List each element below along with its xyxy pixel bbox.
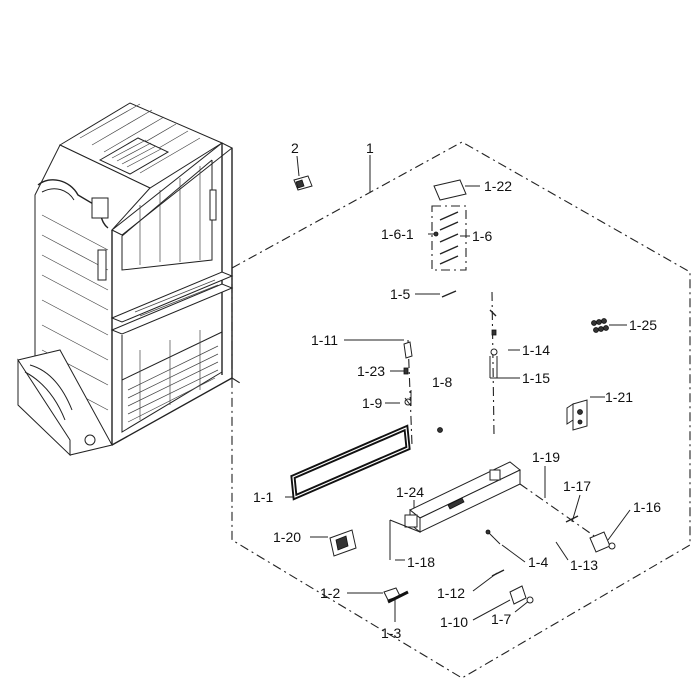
part-1-6-rail-set	[431, 205, 467, 271]
label-1-2: 1-2	[320, 585, 340, 601]
label-1-25: 1-25	[629, 317, 657, 333]
label-1-21: 1-21	[605, 389, 633, 405]
label-1-23: 1-23	[357, 363, 385, 379]
part-1-5-bar	[441, 290, 457, 298]
label-1-18: 1-18	[407, 554, 435, 570]
part-1-22-cover	[433, 179, 467, 201]
refrigerator-cabinet	[17, 102, 241, 457]
part-1-15-hinge-shaft	[489, 291, 498, 436]
label-1-22: 1-22	[484, 178, 512, 194]
part-1-25-screws	[591, 318, 609, 333]
label-1-17: 1-17	[563, 478, 591, 494]
label-2: 2	[291, 140, 299, 156]
part-1-20-latch-bracket	[329, 529, 357, 557]
label-1-5: 1-5	[390, 286, 410, 302]
label-1-6: 1-6	[472, 228, 492, 244]
part-1-4-clip	[485, 529, 501, 545]
label-1-24: 1-24	[396, 484, 424, 500]
label-1-6-1: 1-6-1	[381, 226, 414, 242]
part-1-21-hinge-bracket	[566, 399, 588, 431]
part-1-8-hinge-shaft	[403, 339, 413, 446]
label-1-13: 1-13	[570, 557, 598, 573]
part-1-16-pin-assembly	[565, 515, 616, 553]
label-1-16: 1-16	[633, 499, 661, 515]
label-1-3: 1-3	[381, 625, 401, 641]
label-1-14: 1-14	[522, 342, 550, 358]
label-1-9: 1-9	[362, 395, 382, 411]
label-1-20: 1-20	[273, 529, 301, 545]
part-2-bracket	[293, 175, 313, 191]
label-1: 1	[366, 140, 374, 156]
part-1-2-cap	[383, 587, 409, 604]
part-1-18-door-housing	[389, 427, 601, 541]
label-1-11: 1-11	[311, 332, 338, 348]
label-1-1: 1-1	[253, 489, 273, 505]
label-1-7: 1-7	[491, 611, 511, 627]
label-1-4: 1-4	[528, 554, 548, 570]
label-1-8: 1-8	[432, 374, 452, 390]
label-1-15: 1-15	[522, 370, 550, 386]
part-1-10-lower-hinge	[491, 569, 534, 605]
label-1-12: 1-12	[437, 585, 465, 601]
label-1-10: 1-10	[440, 614, 468, 630]
label-1-19: 1-19	[532, 449, 560, 465]
part-1-1-gasket	[290, 424, 411, 501]
callout-labels: 2 1 1-22 1-6-1 1-6 1-5 1-25 1-11 1-14 1-…	[253, 140, 661, 641]
